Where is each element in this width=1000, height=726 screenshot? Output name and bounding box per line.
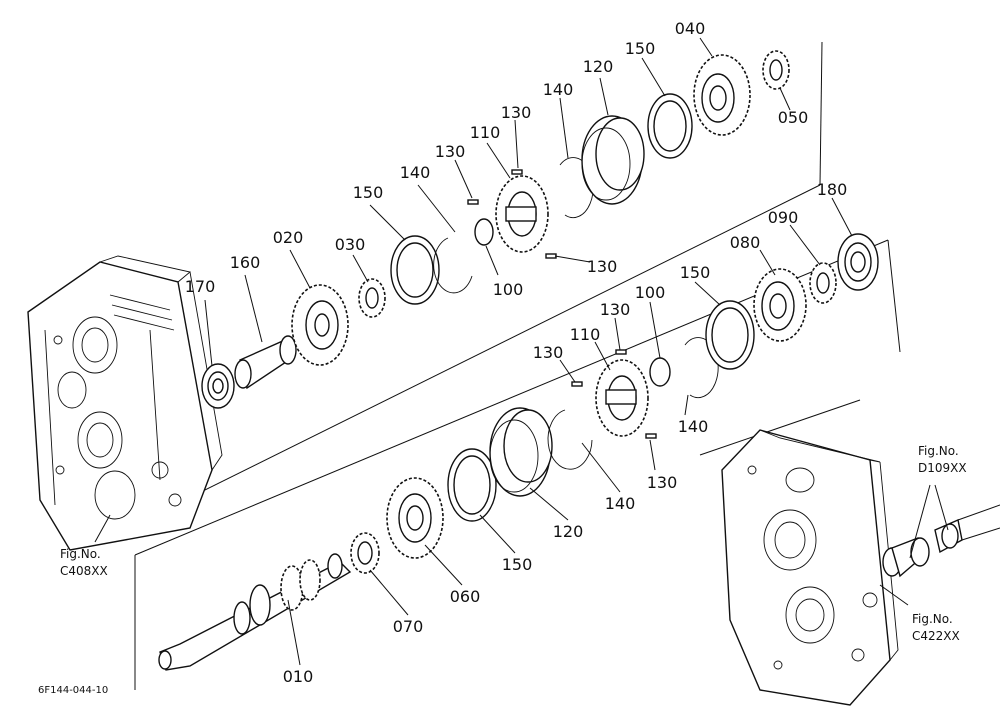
ring-100-upper	[474, 218, 494, 246]
figure-ref-left: Fig.No. C408XX	[60, 547, 108, 578]
fig-ref-top-code: D109XX	[918, 461, 967, 475]
snap-ring-140-lower-a	[547, 409, 593, 470]
ring-150-lower	[447, 448, 497, 522]
gear-060	[386, 477, 444, 559]
fig-ref-top-title: Fig.No.	[918, 444, 959, 458]
label-130-lower-c: 130	[600, 300, 631, 319]
figure-ref-right: Fig.No. C422XX	[912, 612, 960, 643]
label-170: 170	[185, 277, 216, 296]
ring-100-lower	[649, 357, 671, 387]
label-140-upper-a: 140	[400, 163, 431, 182]
label-060: 060	[450, 587, 481, 606]
needle-bearing-030	[358, 278, 386, 318]
label-030: 030	[335, 235, 366, 254]
label-040: 040	[675, 19, 706, 38]
label-150-mid: 150	[680, 263, 711, 282]
label-140-lower-a: 140	[605, 494, 636, 513]
leader-lines	[94, 37, 949, 666]
left-housing	[27, 255, 223, 551]
label-160: 160	[230, 253, 261, 272]
label-110-upper: 110	[470, 123, 501, 142]
label-140-upper-b: 140	[543, 80, 574, 99]
label-090: 090	[768, 208, 799, 227]
needle-bearing-050	[762, 50, 790, 90]
drawing-code: 6F144-044-10	[38, 685, 108, 696]
gear-080	[753, 268, 807, 342]
label-100-upper: 100	[493, 280, 524, 299]
sleeve-120-upper	[581, 115, 645, 205]
label-130-upper-c: 130	[587, 257, 618, 276]
fig-ref-left-code: C408XX	[60, 564, 108, 578]
hub-110-lower	[571, 349, 657, 439]
hub-110-upper	[467, 169, 557, 259]
needle-bearing-070	[350, 532, 380, 574]
ball-bearing-180	[837, 233, 879, 291]
ring-150-mid	[705, 300, 755, 370]
label-020: 020	[273, 228, 304, 247]
main-shaft	[158, 553, 352, 671]
sleeve-120-lower	[489, 407, 553, 497]
label-120-upper: 120	[583, 57, 614, 76]
figure-ref-top: Fig.No. D109XX	[918, 444, 967, 475]
right-housing	[721, 429, 899, 706]
needle-bearing-090	[809, 262, 837, 304]
label-120-lower: 120	[553, 522, 584, 541]
ball-bearing-170	[201, 363, 235, 409]
snap-ring-140-upper-a	[433, 237, 473, 294]
label-130-upper-b: 130	[501, 103, 532, 122]
fig-ref-left-title: Fig.No.	[60, 547, 101, 561]
fig-ref-right-title: Fig.No.	[912, 612, 953, 626]
label-080: 080	[730, 233, 761, 252]
gear-020	[291, 284, 349, 366]
label-130-lower-a: 130	[647, 473, 678, 492]
fig-ref-right-code: C422XX	[912, 629, 960, 643]
gear-040	[693, 54, 751, 136]
label-110-lower: 110	[570, 325, 601, 344]
label-070: 070	[393, 617, 424, 636]
label-100-lower: 100	[635, 283, 666, 302]
ring-150-upper-a	[390, 235, 440, 305]
label-180: 180	[817, 180, 848, 199]
ring-150-upper-b	[647, 93, 693, 159]
sleeve-d109	[882, 504, 1000, 578]
label-150-upper-a: 150	[353, 183, 384, 202]
label-130-upper-a: 130	[435, 142, 466, 161]
label-010: 010	[283, 667, 314, 686]
spacer-160	[234, 335, 297, 390]
label-050: 050	[778, 108, 809, 127]
label-130-lower-b: 130	[533, 343, 564, 362]
label-150-lower: 150	[502, 555, 533, 574]
part-labels: 010 070 060 150 120 140 130 140 130 110 …	[185, 19, 848, 686]
label-140-lower-b: 140	[678, 417, 709, 436]
label-150-upper-b: 150	[625, 39, 656, 58]
